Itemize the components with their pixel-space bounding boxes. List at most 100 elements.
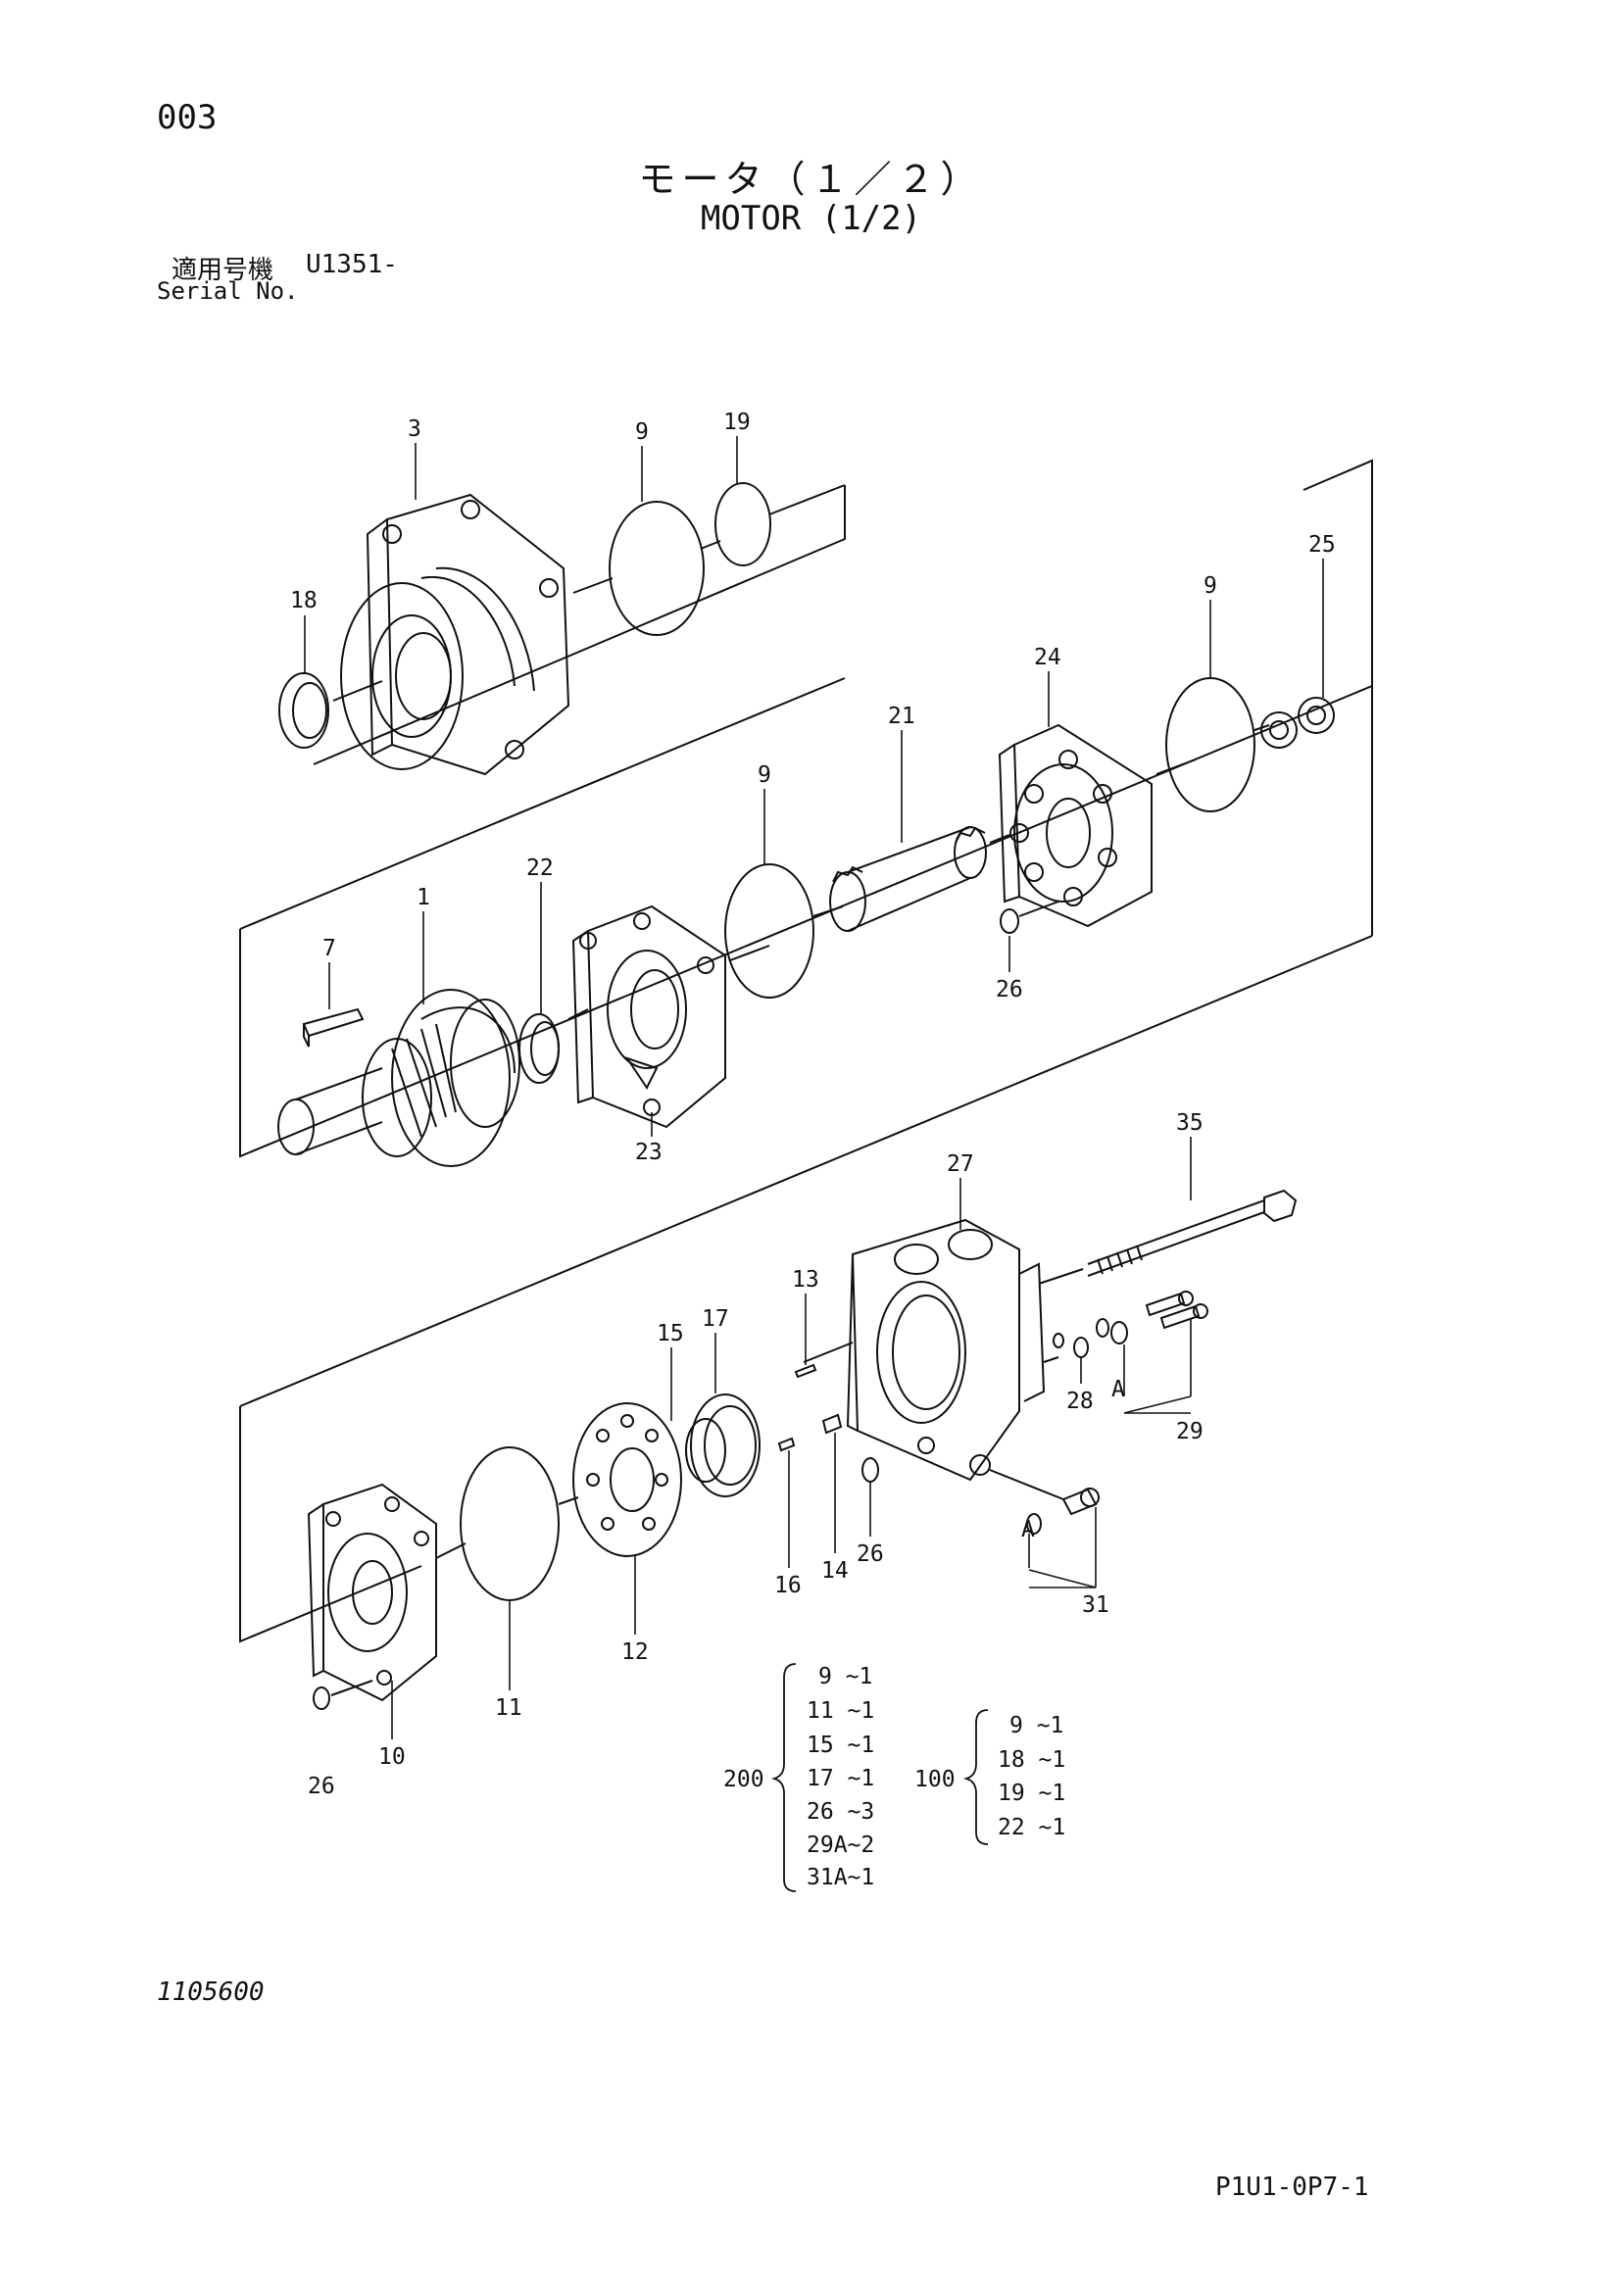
flange-housing-part (340, 493, 570, 776)
axis-line (803, 1342, 854, 1363)
part-label: 14 (821, 1558, 849, 1584)
kit-item: 9 ~1 (818, 1664, 872, 1689)
plug-screws-part-29 (1145, 1291, 1208, 1330)
part-label: 9 (1204, 573, 1217, 599)
axis-line (768, 484, 846, 515)
part-label: 28 (1066, 1389, 1094, 1414)
kit-item: 29A~2 (807, 1832, 874, 1858)
page-code: P1U1-0P7-1 (1215, 2173, 1369, 2202)
part-label: 11 (495, 1695, 522, 1721)
axis-line (558, 1496, 579, 1505)
backup-ring-part-19 (714, 482, 771, 566)
axis-line (1155, 758, 1197, 775)
check-plug-part-31 (1026, 1488, 1100, 1535)
part-label: 9 (758, 762, 771, 788)
pin-part-13 (794, 1363, 817, 1379)
part-label: 9 (635, 419, 649, 445)
kit-item: 19 ~1 (998, 1781, 1065, 1806)
serial-value: U1351- (306, 250, 398, 279)
o-ring-part-9-right (1165, 677, 1255, 812)
kit-number: 100 (914, 1767, 956, 1792)
part-label: 31 (1082, 1592, 1109, 1618)
part-label: 35 (1176, 1110, 1204, 1136)
part-label: 15 (657, 1321, 684, 1346)
part-label: A (1021, 1517, 1035, 1542)
part-label: 13 (792, 1267, 819, 1293)
part-label: 26 (857, 1541, 884, 1567)
o-ring-part-26-mid (861, 1457, 879, 1483)
bearing-plate-part-23 (571, 904, 726, 1129)
part-label: 26 (308, 1774, 335, 1799)
part-label: 23 (635, 1140, 663, 1165)
part-label: 7 (322, 936, 336, 961)
kit-200-bracket (770, 1663, 797, 1892)
group-outline-upper (239, 459, 1373, 1158)
seal-ring-part-18 (278, 672, 329, 749)
part-label: 18 (290, 588, 318, 613)
kit-item: 26 ~3 (807, 1799, 874, 1825)
o-ring-part-9-mid (724, 863, 814, 999)
small-orings-part-28 (1053, 1318, 1128, 1358)
kit-number: 200 (723, 1767, 764, 1792)
pin-part-14 (821, 1413, 843, 1435)
axis-line (435, 1542, 467, 1559)
part-label: 22 (526, 855, 554, 881)
part-number-labels: 3 9 19 18 25 9 24 21 9 22 1 7 26 23 35 2… (290, 410, 1336, 1799)
drawing-number: 1105600 (157, 1978, 265, 2007)
page-number: 003 (157, 98, 218, 137)
commutator-plate-part-24 (998, 723, 1153, 928)
part-label: 25 (1308, 532, 1336, 558)
title-english: MOTOR (1/2) (700, 199, 922, 238)
o-ring-part-9-top (609, 501, 705, 636)
kit-200-list: 200 9 ~1 11 ~1 15 ~1 17 ~1 26 ~3 29A~2 3… (723, 1664, 874, 1890)
seal-part-17 (690, 1393, 761, 1497)
part-label: 17 (702, 1306, 729, 1332)
part-label: 16 (774, 1573, 802, 1598)
leader-lines (304, 436, 1324, 1739)
o-ring-part-26-bottom (313, 1686, 330, 1710)
axis-line (572, 577, 614, 594)
gear-washer-part-25 (1260, 697, 1335, 749)
part-label: 3 (408, 416, 421, 442)
serial-label-english: Serial No. (157, 277, 299, 305)
kit-item: 22 ~1 (998, 1815, 1065, 1840)
axis-line (989, 834, 1010, 844)
part-label: 19 (723, 410, 751, 435)
key-part-7 (302, 1007, 365, 1048)
part-label: 27 (947, 1151, 974, 1177)
o-ring-part-26-top (1000, 908, 1019, 934)
tie-bolt-part-35 (1087, 1189, 1298, 1277)
axis-line (332, 680, 383, 702)
part-label: 21 (888, 704, 915, 729)
drive-link-part-21 (829, 826, 987, 932)
axis-line (1018, 901, 1059, 917)
end-cover-part-10 (307, 1483, 437, 1702)
part-label: A (1111, 1377, 1125, 1402)
part-label: 24 (1034, 645, 1061, 670)
serial-label-japanese: 適用号機 (172, 256, 274, 285)
stator-rotor-part-12 (572, 1402, 682, 1557)
group-outline-lower (239, 686, 1373, 1643)
axis-line (330, 1680, 373, 1696)
kit-item: 18 ~1 (998, 1747, 1065, 1773)
part-label: 12 (621, 1639, 649, 1665)
kit-item: 9 ~1 (1009, 1713, 1063, 1738)
kit-100-bracket (962, 1709, 989, 1845)
kit-item: 17 ~1 (807, 1766, 874, 1791)
retaining-ring-part-22 (518, 1013, 560, 1084)
part-label: 29 (1176, 1419, 1204, 1444)
axis-line (989, 1469, 1064, 1500)
title-japanese: モータ（１／２） (638, 158, 984, 201)
kit-item: 11 ~1 (807, 1698, 874, 1724)
axis-line (729, 945, 770, 961)
seal-part-15 (685, 1418, 726, 1483)
output-shaft-part-1 (277, 989, 520, 1167)
kit-100-list: 100 9 ~1 18 ~1 19 ~1 22 ~1 (914, 1713, 1065, 1840)
part-label: 26 (996, 977, 1023, 1002)
axis-line (812, 905, 844, 917)
valve-housing-part-27 (846, 1218, 1046, 1482)
axis-line (1043, 1356, 1059, 1363)
o-ring-part-11 (460, 1446, 560, 1601)
kit-item: 15 ~1 (807, 1733, 874, 1758)
